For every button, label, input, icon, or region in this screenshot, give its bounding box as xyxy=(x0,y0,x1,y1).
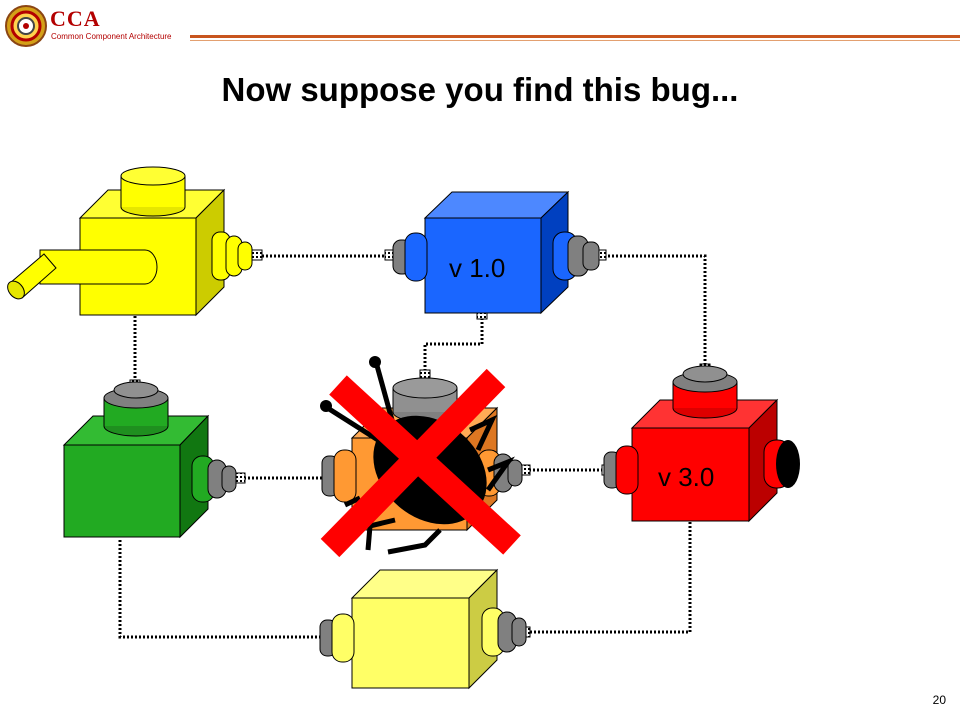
header-rule xyxy=(190,35,960,38)
component-pale-yellow[interactable] xyxy=(319,568,527,690)
version-label-v3: v 3.0 xyxy=(658,462,714,492)
logo-text: CCA xyxy=(50,6,101,31)
wire-green-pale xyxy=(118,540,330,639)
wire-blue-orange xyxy=(423,314,484,374)
cca-logo-icon xyxy=(5,5,47,47)
component-green[interactable] xyxy=(62,381,237,539)
component-red-v3[interactable]: v 3.0 xyxy=(603,365,800,523)
red-x-icon xyxy=(320,368,521,558)
wire-red-pale xyxy=(527,522,692,634)
wires xyxy=(118,254,707,639)
logo-subtitle: Common Component Architecture xyxy=(51,32,172,41)
version-label-v1: v 1.0 xyxy=(449,253,505,283)
component-blue-v1[interactable]: v 1.0 xyxy=(392,190,600,315)
page-number: 20 xyxy=(932,693,946,707)
header-rule-thin xyxy=(190,40,960,41)
component-yellow-driver[interactable] xyxy=(4,166,253,317)
slide-title: Now suppose you find this bug... xyxy=(221,71,739,108)
wire-blue-red xyxy=(600,254,707,368)
